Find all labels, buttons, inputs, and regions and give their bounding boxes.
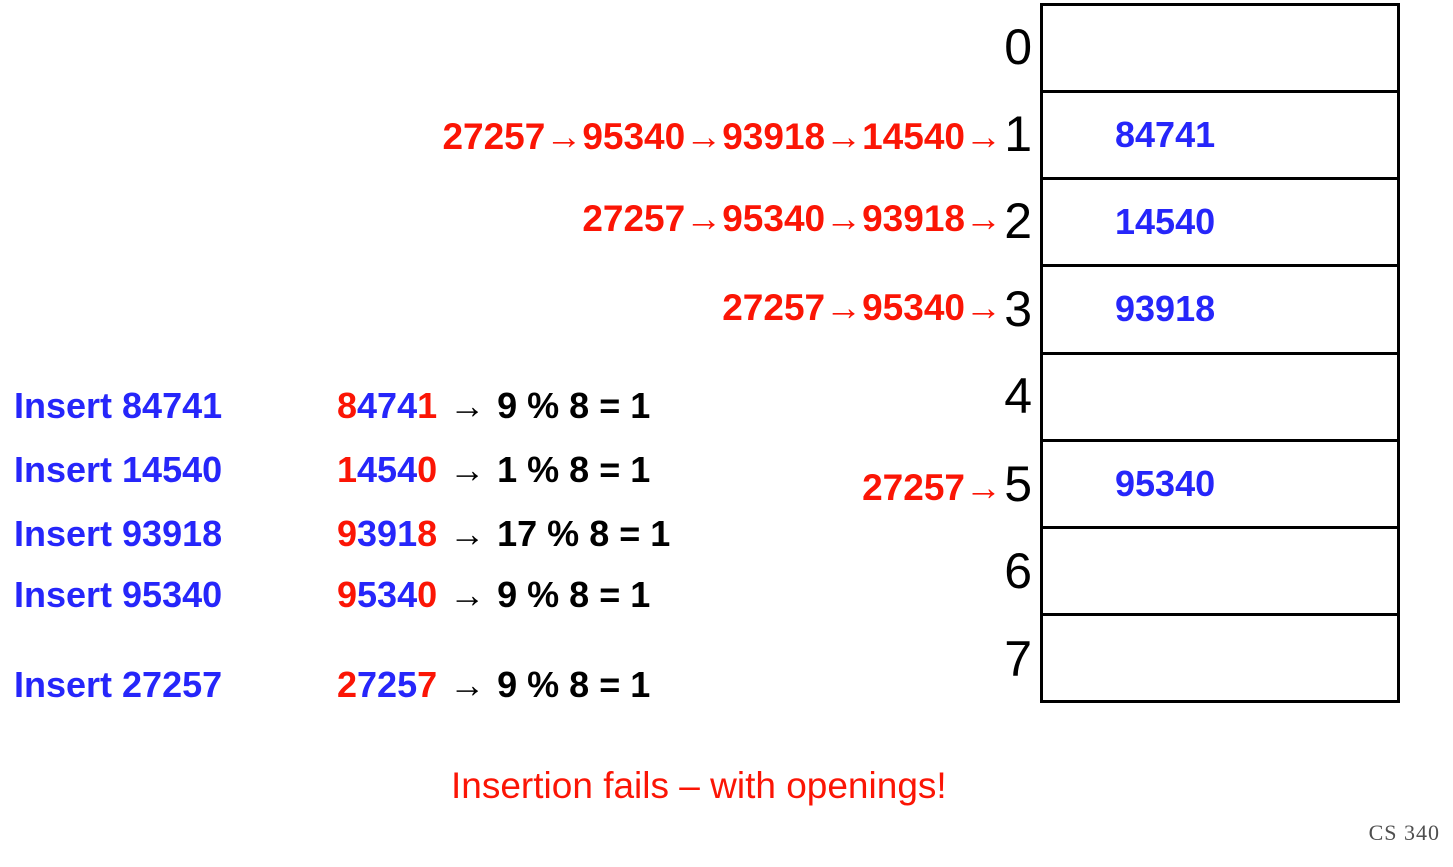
- failure-caption: Insertion fails – with openings!: [451, 765, 947, 806]
- right-arrow-icon: →: [449, 664, 486, 705]
- right-arrow-icon: →: [449, 574, 486, 615]
- slot-index-1: 1: [1004, 106, 1032, 162]
- step-row: Insert 84741 84741 → 9 % 8 = 1: [0, 384, 1000, 428]
- insert-label: Insert 27257: [14, 664, 223, 705]
- key-last-digit: 0: [417, 449, 438, 490]
- key-middle-digits: 454: [357, 449, 418, 490]
- mod-formula: 9 % 8 = 1: [497, 574, 651, 615]
- insert-label: Insert 93918: [14, 513, 223, 554]
- mod-formula: 9 % 8 = 1: [497, 385, 651, 426]
- hash-computation: 95340 → 9 % 8 = 1: [337, 573, 650, 617]
- key-middle-digits: 391: [357, 513, 418, 554]
- hash-table: 84741 14540 93918 95340: [1040, 3, 1400, 703]
- course-watermark: CS 340: [1368, 820, 1440, 845]
- key-first-digit: 1: [337, 449, 358, 490]
- insert-label: Insert 95340: [14, 574, 223, 615]
- probe-chain-slot-1: 27257→95340→93918→14540→: [442, 116, 1002, 157]
- probe-chain-slot-2: 27257→95340→93918→: [582, 198, 1002, 239]
- key-last-digit: 8: [417, 513, 438, 554]
- slot-index-2: 2: [1004, 193, 1032, 249]
- step-row: Insert 14540 14540 → 1 % 8 = 1: [0, 448, 1000, 492]
- right-arrow-icon: →: [449, 449, 486, 490]
- slot-index-6: 6: [1004, 543, 1032, 599]
- step-row: Insert 95340 95340 → 9 % 8 = 1: [0, 573, 1000, 617]
- hash-computation: 14540 → 1 % 8 = 1: [337, 448, 650, 492]
- key-first-digit: 2: [337, 664, 358, 705]
- insert-label: Insert 84741: [14, 385, 223, 426]
- key-first-digit: 9: [337, 574, 358, 615]
- key-middle-digits: 725: [357, 664, 418, 705]
- hash-table-cell-1: 84741: [1043, 90, 1397, 177]
- hash-table-cell-0: [1043, 6, 1397, 90]
- hash-table-cell-6: [1043, 525, 1397, 613]
- hash-table-cell-7: [1043, 612, 1397, 700]
- mod-formula: 1 % 8 = 1: [497, 449, 651, 490]
- insert-label: Insert 14540: [14, 449, 223, 490]
- hash-table-cell-4: [1043, 351, 1397, 439]
- slot-index-0: 0: [1004, 19, 1032, 75]
- key-middle-digits: 534: [357, 574, 418, 615]
- key-middle-digits: 474: [357, 385, 418, 426]
- hash-computation: 93918 → 17 % 8 = 1: [337, 512, 670, 556]
- step-row: Insert 27257 27257 → 9 % 8 = 1: [0, 663, 1000, 707]
- mod-formula: 17 % 8 = 1: [497, 513, 671, 554]
- key-last-digit: 7: [417, 664, 438, 705]
- hash-computation: 84741 → 9 % 8 = 1: [337, 384, 650, 428]
- mod-formula: 9 % 8 = 1: [497, 664, 651, 705]
- probe-chain-slot-3: 27257→95340→: [722, 287, 1002, 328]
- hash-table-cell-5: 95340: [1043, 438, 1397, 526]
- hash-computation: 27257 → 9 % 8 = 1: [337, 663, 650, 707]
- key-last-digit: 0: [417, 574, 438, 615]
- slot-index-3: 3: [1004, 281, 1032, 337]
- key-last-digit: 1: [417, 385, 438, 426]
- slot-index-5: 5: [1004, 456, 1032, 512]
- key-first-digit: 8: [337, 385, 358, 426]
- right-arrow-icon: →: [449, 385, 486, 426]
- slot-index-7: 7: [1004, 631, 1032, 687]
- right-arrow-icon: →: [449, 513, 486, 554]
- step-row: Insert 93918 93918 → 17 % 8 = 1: [0, 512, 1000, 556]
- probe-chain-slot-5: 27257→: [862, 467, 1002, 508]
- hash-table-cell-3: 93918: [1043, 264, 1397, 351]
- slot-index-4: 4: [1004, 368, 1032, 424]
- key-first-digit: 9: [337, 513, 358, 554]
- hash-table-cell-2: 14540: [1043, 177, 1397, 264]
